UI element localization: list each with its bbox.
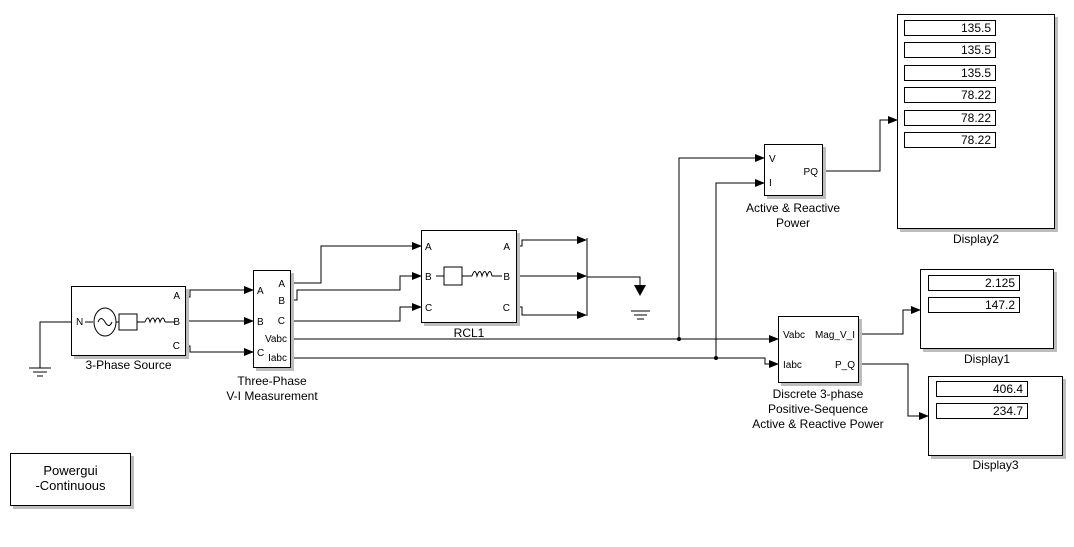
display2-label: Display2: [952, 232, 1000, 246]
junction-vabc: [677, 337, 681, 341]
display2-value: 135.5: [904, 65, 996, 81]
powergui-block[interactable]: Powergui -Continuous: [10, 453, 131, 506]
display3-value: 406.4: [936, 381, 1028, 397]
port-c-out: C: [277, 316, 285, 327]
display3-block[interactable]: 406.4 234.7: [928, 376, 1063, 456]
seq-label-line2: Positive-Sequence: [767, 402, 869, 416]
display1-value: 2.125: [928, 275, 1020, 291]
port-p-q: P_Q: [834, 360, 855, 371]
wire-iabc-to-seq: [716, 357, 779, 368]
port-pq: PQ: [803, 167, 818, 178]
display3-label: Display3: [972, 458, 1019, 472]
positive-sequence-power-block[interactable]: Vabc Iabc Mag_V_I P_Q: [778, 316, 859, 383]
junction-iabc: [714, 356, 718, 360]
port-a: A: [173, 291, 180, 302]
display2-value: 78.22: [904, 110, 996, 126]
display1-block[interactable]: 2.125 147.2: [920, 269, 1054, 349]
ground-arrow: [634, 285, 646, 296]
wire-mag-display1: [859, 306, 921, 335]
wire-rcl-out-a: [517, 236, 587, 247]
powergui-title: Powergui: [43, 463, 98, 478]
wire-vi-rcl-b: [291, 272, 422, 301]
display2-value: 78.22: [904, 132, 996, 148]
port-a-out: A: [278, 279, 285, 290]
port-n: N: [76, 317, 84, 328]
active-reactive-power-block[interactable]: V I PQ: [764, 144, 823, 196]
wire-phase-c: [186, 345, 254, 356]
display1-value: 147.2: [928, 297, 1020, 313]
port-a-in: A: [257, 286, 264, 297]
rcl-load-block[interactable]: A B C A B C: [421, 230, 517, 323]
pq-label-line2: Power: [775, 216, 810, 230]
vi-label-line1: Three-Phase: [237, 374, 307, 388]
port-mag-v-i: Mag_V_I: [814, 330, 855, 341]
pq-label-line1: Active & Reactive: [745, 201, 841, 215]
wire-vi-rcl-a: [291, 242, 422, 284]
wire-pq-display3: [859, 363, 929, 420]
seq-label-line1: Discrete 3-phase: [772, 387, 864, 401]
three-phase-source-block[interactable]: N A B C: [71, 286, 186, 356]
wire-vi-rcl-c: [291, 303, 422, 322]
vi-label-line2: V-I Measurement: [226, 389, 318, 403]
wire-pq-display2: [823, 116, 898, 172]
display2-value: 135.5: [904, 20, 996, 36]
port-c-in: C: [425, 303, 433, 314]
display2-value: 135.5: [904, 42, 996, 58]
seq-label-line3: Active & Reactive Power: [752, 417, 884, 431]
port-vabc: Vabc: [264, 334, 287, 345]
source-ground-wire: [39, 321, 71, 368]
source-label: 3-Phase Source: [85, 358, 172, 372]
port-i: I: [769, 178, 772, 189]
load-ground-wire: [587, 276, 641, 293]
display3-value: 234.7: [936, 403, 1028, 419]
source-symbol-icon: [85, 307, 175, 337]
powergui-mode: -Continuous: [35, 478, 106, 493]
wire-rcl-out-c: [517, 306, 587, 319]
port-b-out: B: [503, 272, 510, 283]
display1-label: Display1: [963, 352, 1011, 366]
port-a-in: A: [425, 242, 432, 253]
port-a-out: A: [503, 242, 510, 253]
wire-phase-a: [186, 286, 254, 298]
port-c-out: C: [502, 303, 510, 314]
port-vabc: Vabc: [783, 330, 806, 341]
wire-iabc-to-pq: [291, 179, 765, 359]
port-c: C: [172, 341, 180, 352]
display2-block[interactable]: 135.5 135.5 135.5 78.22 78.22 78.22: [897, 14, 1055, 229]
rcl-symbol-icon: [436, 266, 502, 286]
port-iabc: Iabc: [783, 360, 802, 371]
port-b-in: B: [257, 317, 264, 328]
port-v: V: [769, 154, 776, 165]
port-c-in: C: [257, 348, 265, 359]
vi-measurement-block[interactable]: A B C A B C Vabc Iabc: [253, 270, 291, 368]
port-b-in: B: [425, 272, 432, 283]
rcl-label: RCL1: [453, 326, 485, 340]
wire-vabc-to-pq: [291, 154, 765, 340]
display2-value: 78.22: [904, 87, 996, 103]
port-b: B: [173, 317, 180, 328]
port-iabc: Iabc: [268, 353, 287, 364]
port-b-out: B: [278, 296, 285, 307]
